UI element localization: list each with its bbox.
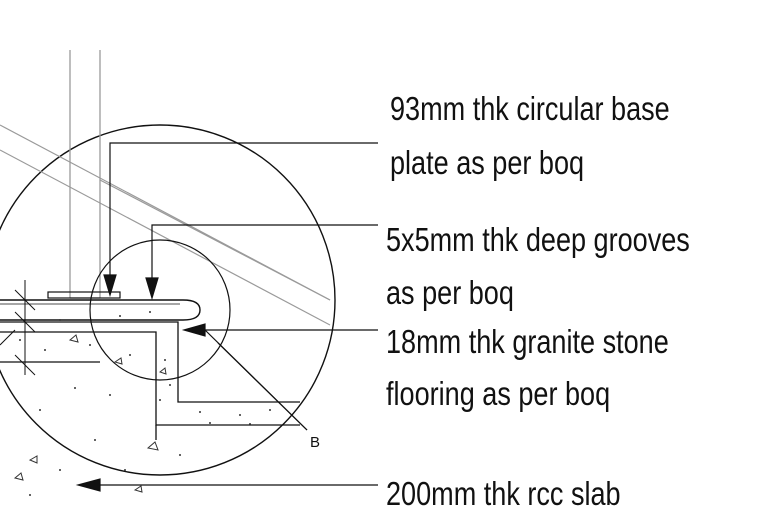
label-base-plate-line2: plate as per boq — [390, 144, 585, 181]
label-slab: 200mm thk rcc slab — [386, 475, 621, 511]
step-profile — [0, 321, 300, 440]
label-granite-line1: 18mm thk granite stone — [386, 323, 669, 360]
handrail-lines — [0, 124, 331, 326]
leader-grooves — [145, 224, 378, 301]
leader-granite — [181, 323, 378, 337]
section-b-lines — [204, 329, 308, 431]
concrete-hatch — [19, 311, 271, 496]
leader-base-plate — [103, 142, 378, 298]
label-base-plate-line1: 93mm thk circular base — [390, 90, 670, 127]
railing-post — [69, 50, 101, 299]
label-granite-line2: flooring as per boq — [386, 375, 611, 412]
dimension-marks — [0, 280, 36, 376]
detail-circle — [0, 124, 336, 476]
section-marker-b: B — [310, 434, 321, 451]
label-grooves-line1: 5x5mm thk deep grooves — [386, 221, 690, 258]
aggregate-triangles — [13, 334, 167, 493]
groove-callout-circle — [89, 239, 231, 381]
granite-nosing — [0, 299, 201, 321]
leader-slab — [75, 478, 378, 492]
base-plate-shape — [47, 291, 121, 299]
label-grooves-line2: as per boq — [386, 274, 514, 311]
